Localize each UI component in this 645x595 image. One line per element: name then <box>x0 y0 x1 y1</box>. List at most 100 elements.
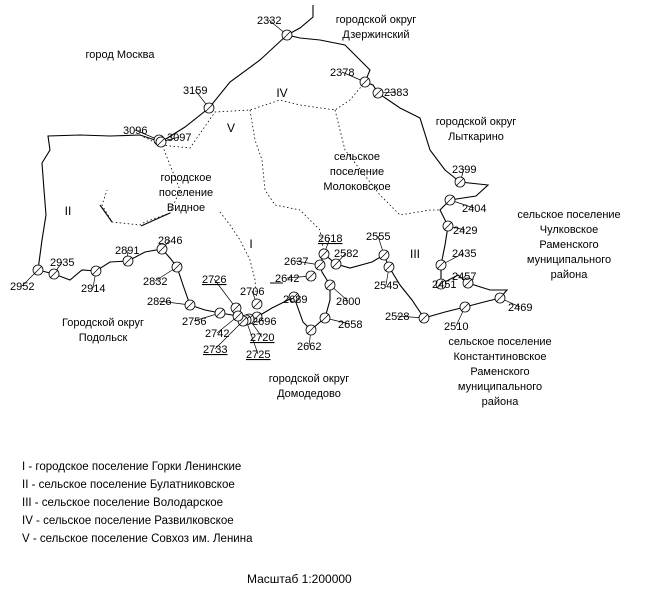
point-2662: 2662 <box>297 324 321 353</box>
marker-tick <box>185 300 195 310</box>
point-label: 2720 <box>250 332 274 344</box>
point-label: 2706 <box>240 286 264 298</box>
legend-item-1: I - городское поселение Горки Ленинские <box>22 461 242 473</box>
marker-tick <box>455 177 465 187</box>
point-2826: 2826 <box>147 296 196 311</box>
point-label: 2383 <box>384 87 408 99</box>
point-2429: 2429 <box>442 220 477 237</box>
marker-tick <box>233 311 243 321</box>
region-label-moskva: город Москва <box>86 49 156 61</box>
point-2555: 2555 <box>366 231 390 261</box>
legend-item-2: II - сельское поселение Булатниковское <box>22 479 235 491</box>
point-label: 2429 <box>453 225 477 237</box>
point-3097: 3097 <box>155 132 191 148</box>
marker-tick <box>379 250 389 260</box>
marker-tick <box>252 299 262 309</box>
numeral-IV: IV <box>276 86 287 100</box>
marker-tick <box>325 280 335 290</box>
point-2696: 2696 <box>251 311 276 328</box>
legend-item-5: V - сельское поселение Совхоз им. Ленина <box>22 533 253 545</box>
marker-tick <box>172 262 182 272</box>
point-label: 2756 <box>182 316 206 328</box>
point-2832: 2832 <box>143 261 183 288</box>
point-label: 2378 <box>330 67 354 79</box>
point-2404: 2404 <box>444 194 486 215</box>
point-label: 2332 <box>257 15 281 27</box>
point-label: 2399 <box>452 164 476 176</box>
marker-tick <box>320 313 330 323</box>
numeral-I: I <box>249 237 252 251</box>
point-2891: 2891 <box>115 245 139 267</box>
point-label: 2846 <box>158 235 182 247</box>
point-label: 2826 <box>147 296 171 308</box>
numeral-II: II <box>65 204 72 218</box>
point-2658: 2658 <box>319 312 362 331</box>
point-2545: 2545 <box>374 261 398 292</box>
boundary-points: 2332315930963097237823832399240424292435… <box>10 15 532 361</box>
point-2582: 2582 <box>330 248 358 270</box>
point-label: 2658 <box>338 319 362 331</box>
numeral-V: V <box>227 121 235 135</box>
marker-tick <box>33 265 43 275</box>
marker-tick <box>123 256 133 266</box>
marker-tick <box>445 195 455 205</box>
point-label: 2600 <box>336 296 360 308</box>
point-2528: 2528 <box>385 311 430 324</box>
legend-item-4: IV - сельское поселение Развилковское <box>22 515 234 527</box>
point-label: 2742 <box>205 328 229 340</box>
point-2469: 2469 <box>494 292 532 314</box>
point-2914: 2914 <box>81 265 105 295</box>
marker-tick <box>238 316 248 326</box>
marker-tick <box>204 103 214 113</box>
point-2510: 2510 <box>444 301 471 333</box>
point-2457: 2457 <box>452 271 476 289</box>
point-2383: 2383 <box>372 87 408 99</box>
marker-tick <box>331 259 341 269</box>
marker-tick <box>419 313 429 323</box>
marker-tick <box>436 260 446 270</box>
point-label: 2582 <box>334 248 358 260</box>
point-label: 2642 <box>275 273 299 285</box>
point-label: 2510 <box>444 321 468 333</box>
leader-line <box>213 278 237 309</box>
leader-line <box>214 320 244 350</box>
point-2332: 2332 <box>257 15 293 41</box>
point-label: 2689 <box>283 294 307 306</box>
marker-tick <box>436 279 446 289</box>
outer-boundary <box>37 5 509 331</box>
marker-tick <box>373 88 383 98</box>
marker-tick <box>306 325 316 335</box>
marker-tick <box>319 249 329 259</box>
point-2642: 2642 <box>275 270 317 285</box>
point-2399: 2399 <box>452 164 476 188</box>
point-2706: 2706 <box>240 286 264 310</box>
point-label: 2726 <box>202 274 226 286</box>
marker-tick <box>49 269 59 279</box>
point-label: 2832 <box>143 276 167 288</box>
point-label: 2696 <box>252 316 276 328</box>
point-label: 2733 <box>203 344 227 356</box>
point-label: 2618 <box>318 233 342 245</box>
point-label: 2404 <box>462 203 486 215</box>
marker-tick <box>91 266 101 276</box>
point-label: 2891 <box>115 245 139 257</box>
legend: I - городское поселение Горки Ленинские … <box>22 458 252 548</box>
point-2742: 2742 <box>205 310 244 340</box>
point-label: 2725 <box>246 349 270 361</box>
marker-tick <box>495 293 505 303</box>
point-label: 2952 <box>10 281 34 293</box>
marker-tick <box>384 262 394 272</box>
inner-boundary <box>99 204 283 284</box>
marker-tick <box>460 302 470 312</box>
point-2618: 2618 <box>318 233 342 260</box>
marker-tick <box>289 292 299 302</box>
marker-tick <box>231 303 241 313</box>
point-2726: 2726 <box>202 274 242 314</box>
